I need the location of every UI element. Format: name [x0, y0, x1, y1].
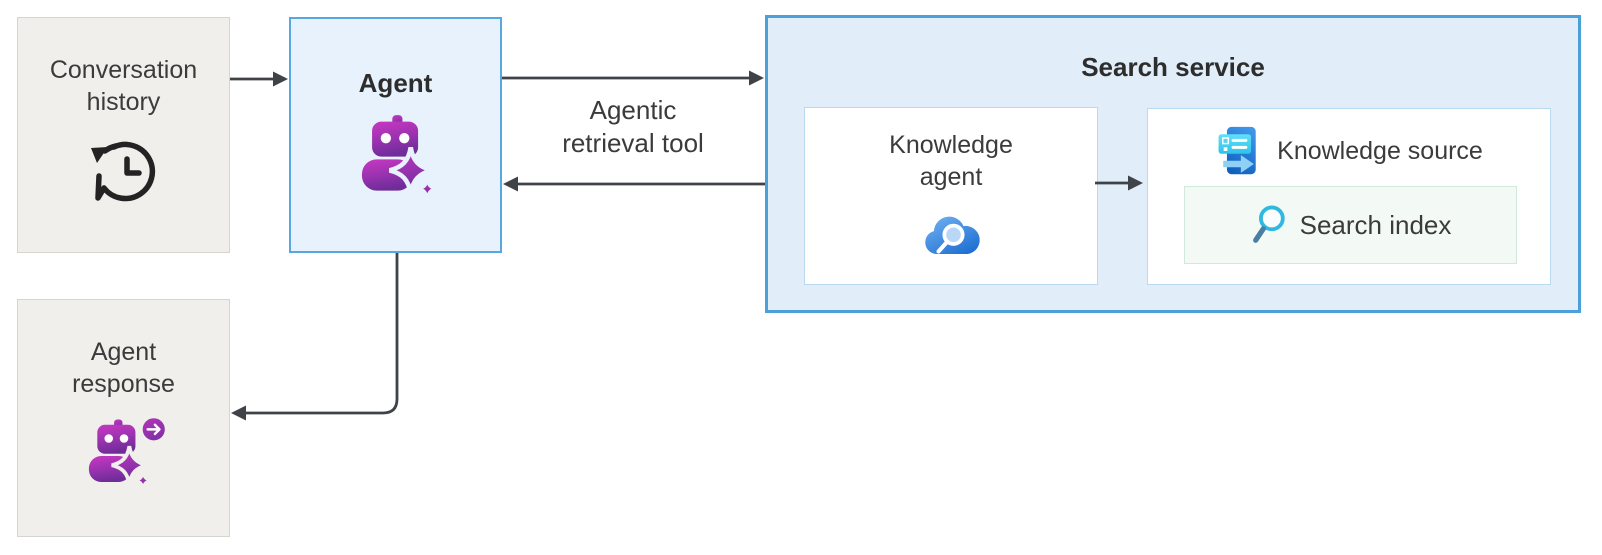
node-agent: Agent	[289, 17, 502, 253]
knowledge-agent-label: Knowledge agent	[889, 131, 1013, 191]
agent-label: Agent	[358, 68, 433, 98]
cloud-search-icon	[925, 216, 980, 255]
history-icon	[90, 141, 155, 202]
arrow-conversation-history-to-agent	[230, 71, 288, 87]
arrow-agent-to-search-service	[502, 70, 764, 86]
node-agent-response: Agent response	[17, 299, 230, 537]
conversation-history-label: Conversation history	[49, 56, 198, 116]
knowledge-source-icon	[1218, 126, 1256, 175]
search-magnifier-icon	[1252, 205, 1285, 243]
agent-robot-sparkle-icon	[361, 115, 437, 199]
knowledge-source-header: Knowledge source	[1215, 125, 1483, 177]
search-index-label: Search index	[1299, 210, 1452, 240]
node-knowledge-source: Knowledge source Search index	[1147, 108, 1551, 285]
node-search-index: Search index	[1184, 186, 1517, 264]
node-conversation-history: Conversation history	[17, 17, 230, 253]
arrow-search-service-to-agent	[503, 176, 765, 192]
knowledge-source-label: Knowledge source	[1277, 137, 1483, 165]
agent-robot-arrow-icon	[88, 416, 167, 489]
agent-response-label: Agent response	[72, 338, 175, 398]
node-search-service: Search service Knowledge agent	[765, 15, 1581, 313]
node-knowledge-agent: Knowledge agent	[804, 107, 1098, 285]
arrow-agent-to-agent-response	[231, 253, 399, 421]
search-service-title: Search service	[1081, 52, 1265, 82]
agentic-retrieval-tool-label: Agentic retrieval tool	[562, 95, 704, 158]
